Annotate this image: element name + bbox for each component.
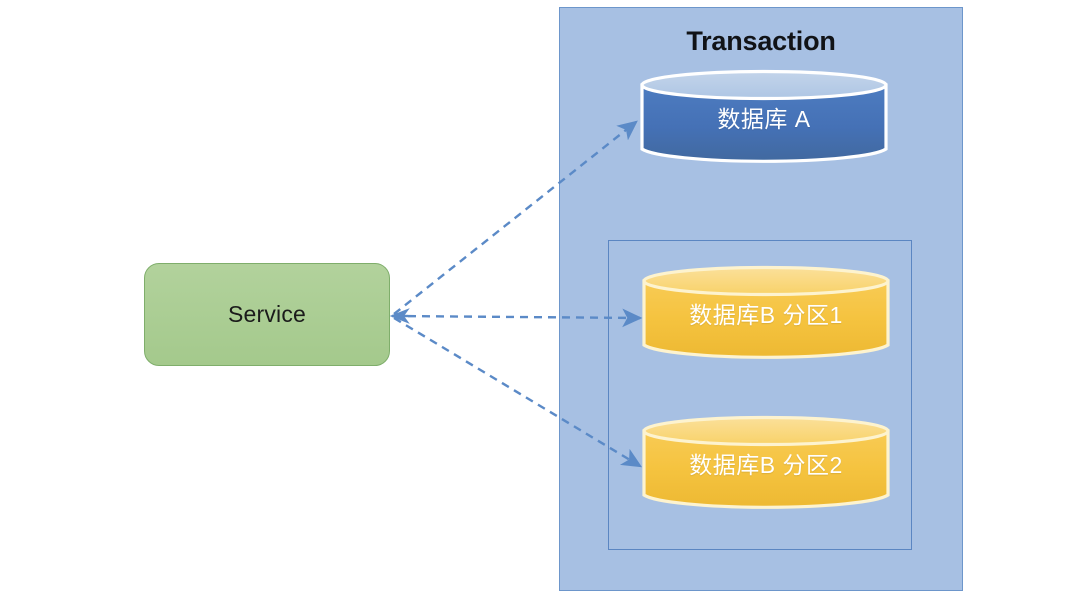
- cylinder-icon: [642, 415, 890, 509]
- transaction-title: Transaction: [686, 26, 836, 56]
- database-a-node[interactable]: 数据库 A: [640, 69, 888, 164]
- service-label: Service: [227, 301, 307, 327]
- service-node[interactable]: Service: [144, 263, 390, 366]
- cylinder-icon: [640, 69, 888, 163]
- database-b-partition-1-node[interactable]: 数据库B 分区1: [642, 265, 890, 360]
- cylinder-icon: [642, 265, 890, 359]
- database-b-partition-2-node[interactable]: 数据库B 分区2: [642, 415, 890, 510]
